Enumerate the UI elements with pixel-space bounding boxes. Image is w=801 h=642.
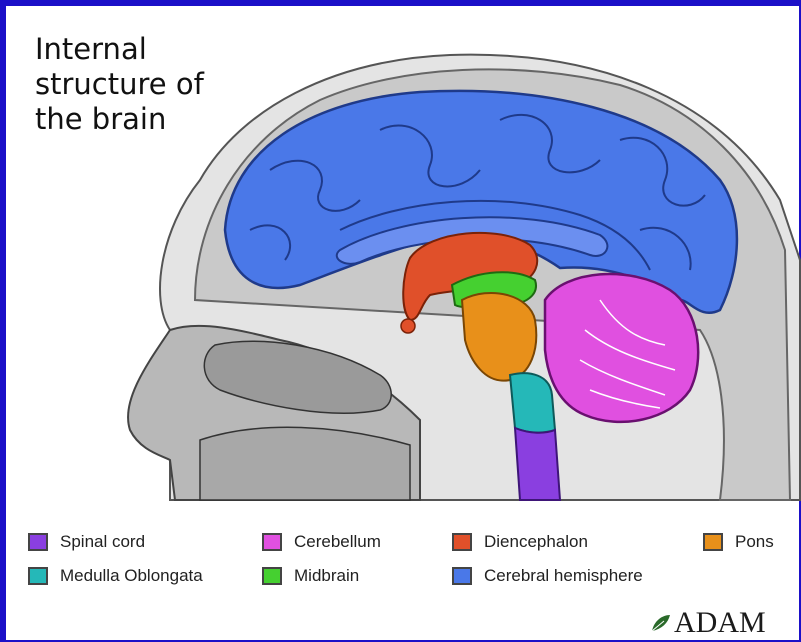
legend-swatch [262, 533, 282, 551]
legend-item-medulla-oblongata: Medulla Oblongata [28, 564, 203, 588]
legend-label: Cerebral hemisphere [484, 566, 643, 586]
legend-item-spinal-cord: Spinal cord [28, 530, 145, 554]
leaf-icon [650, 613, 672, 633]
oral-cavity [200, 427, 410, 500]
legend-item-midbrain: Midbrain [262, 564, 359, 588]
legend-label: Pons [735, 532, 774, 552]
legend-label: Medulla Oblongata [60, 566, 203, 586]
legend-item-cerebral-hemisphere: Cerebral hemisphere [452, 564, 643, 588]
spinal-cord [515, 428, 560, 500]
legend-label: Spinal cord [60, 532, 145, 552]
legend-swatch [452, 533, 472, 551]
legend-label: Midbrain [294, 566, 359, 586]
legend-item-diencephalon: Diencephalon [452, 530, 588, 554]
logo-text: ADAM [674, 606, 766, 640]
legend-label: Cerebellum [294, 532, 381, 552]
medulla-oblongata [510, 373, 555, 432]
legend-swatch [28, 533, 48, 551]
legend-item-cerebellum: Cerebellum [262, 530, 381, 554]
legend-swatch [262, 567, 282, 585]
adam-logo: ADAM [650, 606, 766, 640]
legend-label: Diencephalon [484, 532, 588, 552]
legend-item-pons: Pons [703, 530, 774, 554]
legend-swatch [452, 567, 472, 585]
legend-swatch [28, 567, 48, 585]
legend-swatch [703, 533, 723, 551]
pituitary [401, 319, 415, 333]
